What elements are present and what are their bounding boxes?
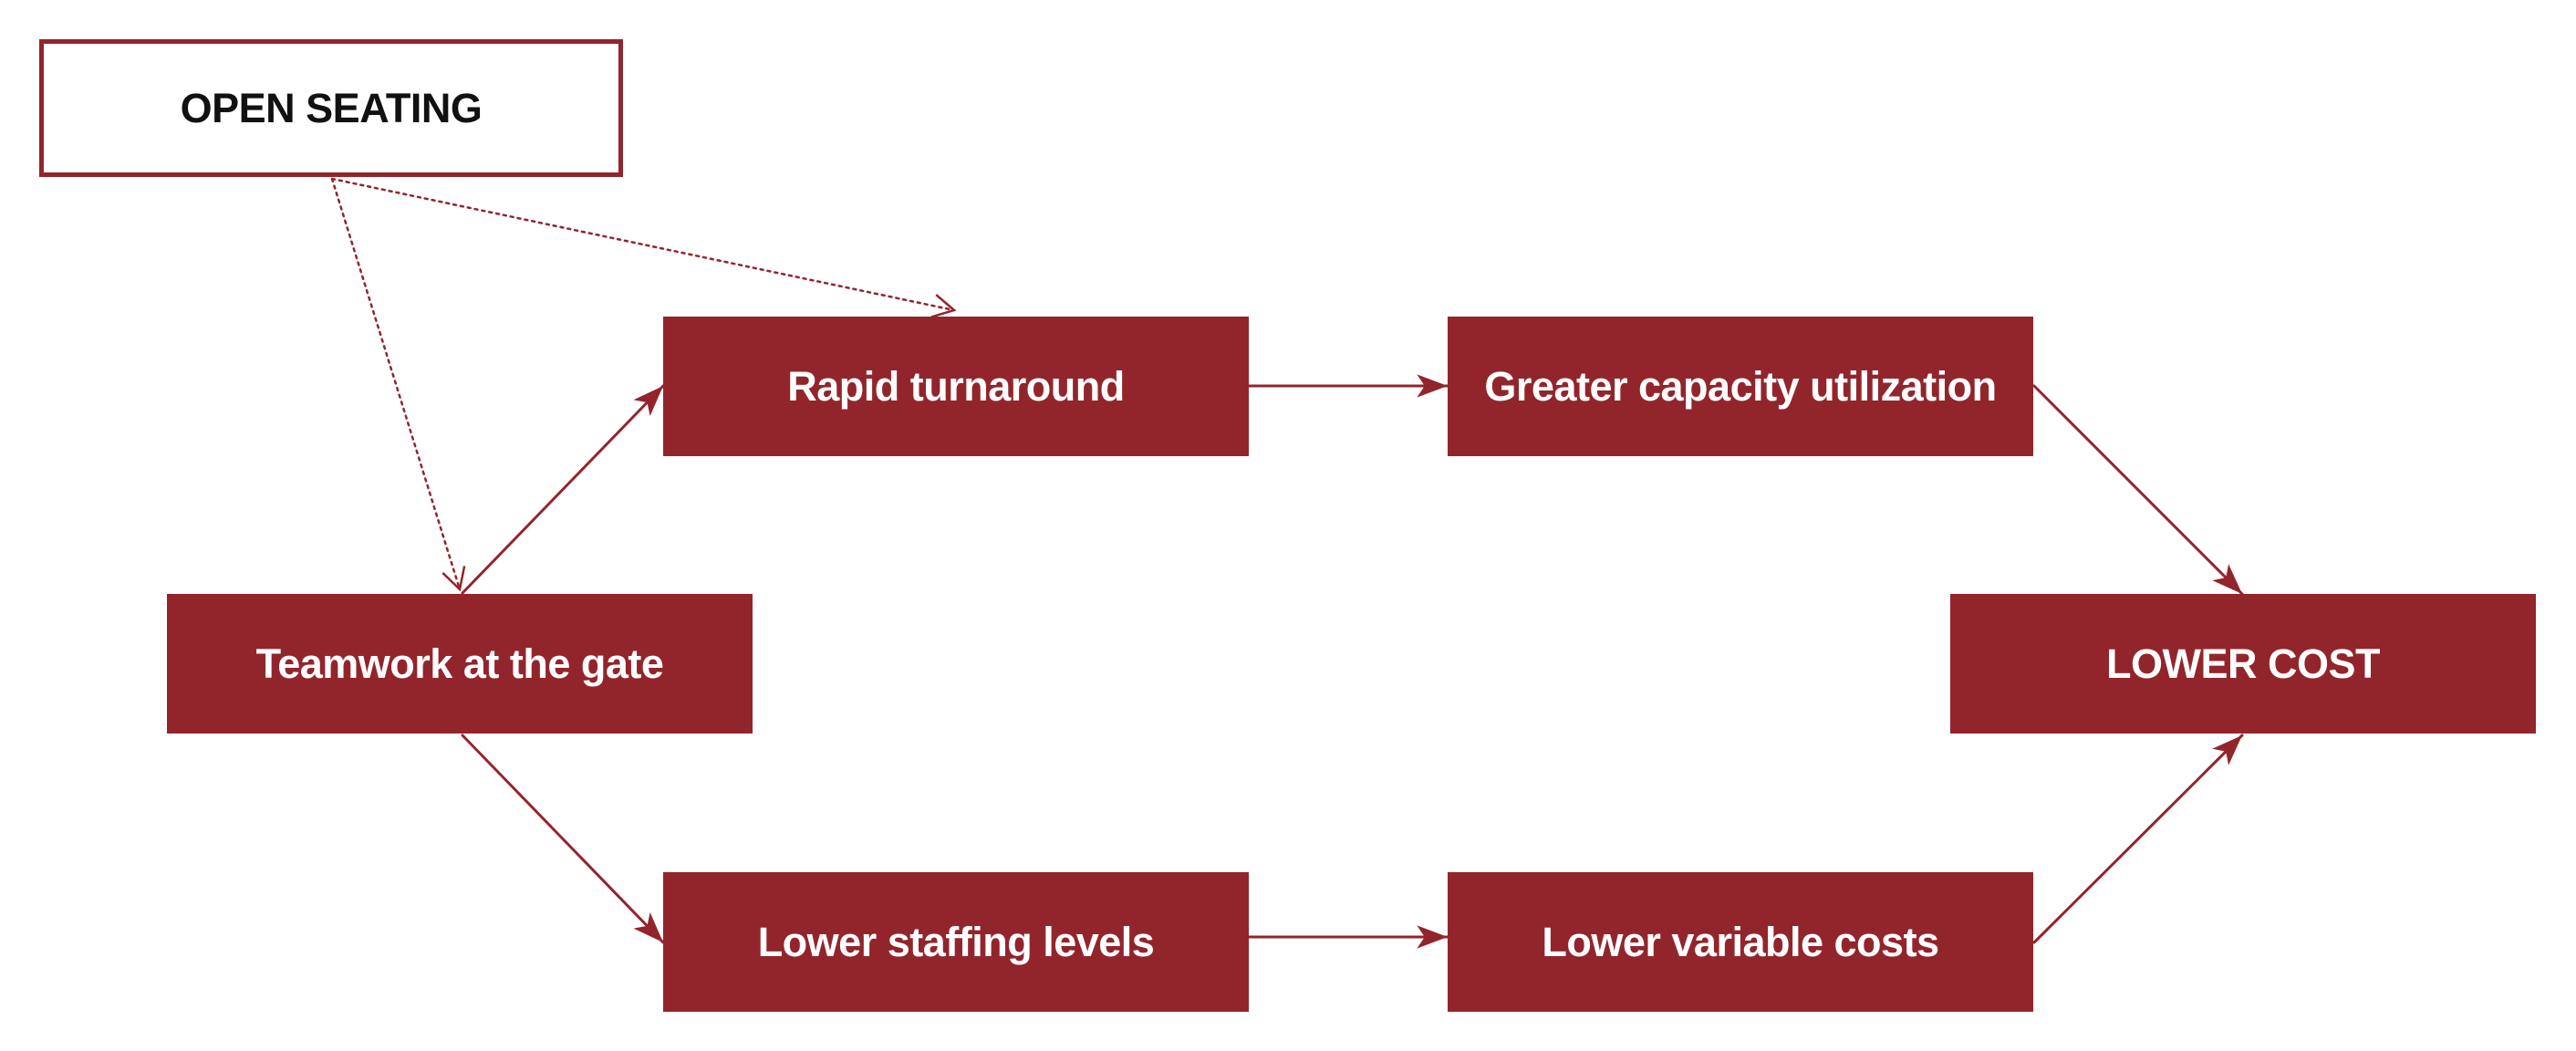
edge-open-seating-to-teamwork-arrowhead xyxy=(441,566,466,592)
node-teamwork-at-the-gate-label: Teamwork at the gate xyxy=(255,640,664,687)
edge-lower-variable-costs-to-lower-cost xyxy=(2032,734,2244,944)
edge-lower-variable-costs-to-lower-cost-arrowhead xyxy=(2212,735,2242,765)
node-lower-staffing-levels-label: Lower staffing levels xyxy=(757,918,1155,965)
node-teamwork-at-the-gate: Teamwork at the gate xyxy=(167,594,753,734)
edge-greater-capacity-to-lower-cost-line xyxy=(2032,384,2244,596)
edge-rapid-turnaround-to-greater-capacity-arrowhead xyxy=(1417,374,1448,398)
node-lower-staffing-levels: Lower staffing levels xyxy=(663,872,1249,1012)
edge-lower-variable-costs-to-lower-cost-line xyxy=(2032,734,2244,944)
edge-lower-staffing-to-lower-variable-costs xyxy=(1247,925,1449,949)
edge-open-seating-to-teamwork xyxy=(330,177,466,592)
node-rapid-turnaround-label: Rapid turnaround xyxy=(787,362,1125,410)
node-open-seating-label: OPEN SEATING xyxy=(180,84,483,131)
edge-open-seating-to-teamwork-line xyxy=(330,177,462,591)
edge-teamwork-to-lower-staffing xyxy=(461,734,665,944)
edge-rapid-turnaround-to-greater-capacity xyxy=(1247,374,1449,398)
edge-greater-capacity-to-lower-cost-arrowhead xyxy=(2212,564,2242,594)
node-lower-cost-label: LOWER COST xyxy=(2106,640,2380,687)
edge-greater-capacity-to-lower-cost xyxy=(2032,384,2244,596)
node-open-seating: OPEN SEATING xyxy=(39,39,623,177)
edge-teamwork-to-lower-staffing-arrowhead xyxy=(633,911,663,942)
edge-teamwork-to-rapid-turnaround-arrowhead xyxy=(633,386,663,417)
edge-teamwork-to-rapid-turnaround xyxy=(461,384,665,595)
edge-open-seating-to-rapid-turnaround xyxy=(330,177,957,318)
edge-teamwork-to-lower-staffing-line xyxy=(461,734,665,944)
edge-open-seating-to-rapid-turnaround-line xyxy=(330,177,956,312)
node-lower-variable-costs-label: Lower variable costs xyxy=(1542,918,1939,965)
edge-teamwork-to-rapid-turnaround-line xyxy=(461,384,665,595)
node-greater-capacity-utilization: Greater capacity utilization xyxy=(1448,317,2033,456)
node-lower-variable-costs: Lower variable costs xyxy=(1448,872,2033,1012)
edge-lower-staffing-to-lower-variable-costs-arrowhead xyxy=(1417,925,1448,949)
node-lower-cost: LOWER COST xyxy=(1950,594,2536,734)
node-greater-capacity-utilization-label: Greater capacity utilization xyxy=(1484,362,1997,410)
node-rapid-turnaround: Rapid turnaround xyxy=(663,317,1249,456)
edge-open-seating-to-rapid-turnaround-arrowhead xyxy=(930,294,957,318)
